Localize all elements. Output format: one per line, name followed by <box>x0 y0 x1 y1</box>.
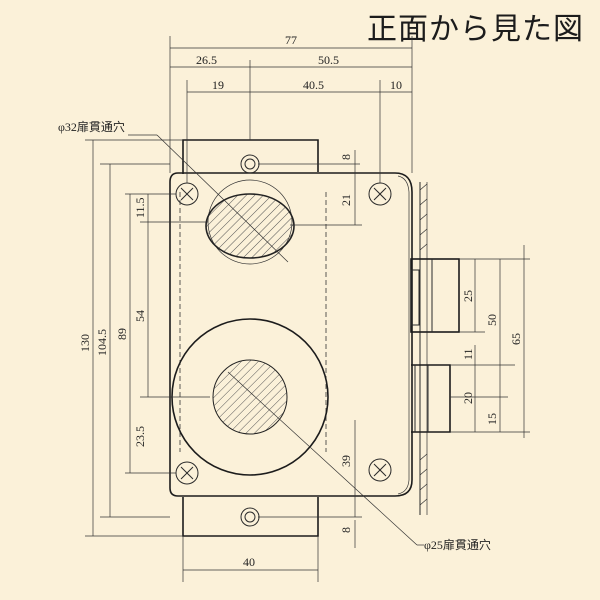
lock-body <box>169 172 413 497</box>
dim-130: 130 <box>78 334 92 352</box>
dim-21: 21 <box>339 194 353 206</box>
dim-8-bottom: 8 <box>339 527 353 533</box>
dim-50-5: 50.5 <box>318 53 339 67</box>
internal-guides <box>179 192 327 452</box>
dim-39: 39 <box>339 455 353 467</box>
dim-11-5: 11.5 <box>133 197 147 218</box>
dim-26-5: 26.5 <box>196 53 217 67</box>
dim-54: 54 <box>133 310 147 322</box>
dim-15: 15 <box>485 413 499 425</box>
screw-bottom-icon <box>240 507 260 527</box>
dim-23-5: 23.5 <box>133 426 147 447</box>
dim-40: 40 <box>243 555 255 569</box>
screw-upper-right-icon <box>368 182 392 206</box>
dim-50: 50 <box>485 314 499 326</box>
drawing-title: 正面から見た図 <box>367 12 584 47</box>
lower-through-hole <box>212 359 288 435</box>
dim-11: 11 <box>461 348 475 360</box>
mounting-plate <box>182 139 319 537</box>
bolt-dimensions <box>450 245 530 438</box>
dim-20: 20 <box>461 392 475 404</box>
screw-lower-right-icon <box>368 458 392 482</box>
screw-top-icon <box>240 154 260 174</box>
dim-19: 19 <box>212 78 224 92</box>
deadbolt <box>410 258 460 333</box>
dim-104-5: 104.5 <box>95 329 109 356</box>
note-lower-hole: φ25扉貫通穴 <box>424 537 491 552</box>
dim-8-top: 8 <box>339 154 353 160</box>
left-dimensions <box>85 139 210 537</box>
note-upper-hole: φ32扉貫通穴 <box>58 119 125 134</box>
hole-leaders <box>128 134 424 546</box>
dim-25: 25 <box>461 290 475 302</box>
dim-65: 65 <box>509 333 523 345</box>
door-edge <box>419 182 428 515</box>
screw-upper-left-icon <box>175 182 199 206</box>
screw-bosses <box>175 154 392 527</box>
dim-10: 10 <box>390 78 402 92</box>
upper-through-hole <box>205 179 295 265</box>
dim-89: 89 <box>115 328 129 340</box>
top-dimensions <box>169 36 413 183</box>
screw-lower-left-icon <box>175 461 199 485</box>
dim-40-5: 40.5 <box>303 78 324 92</box>
right-dimensions <box>182 150 362 582</box>
latch-bolt <box>411 364 451 433</box>
dim-77: 77 <box>285 33 297 47</box>
